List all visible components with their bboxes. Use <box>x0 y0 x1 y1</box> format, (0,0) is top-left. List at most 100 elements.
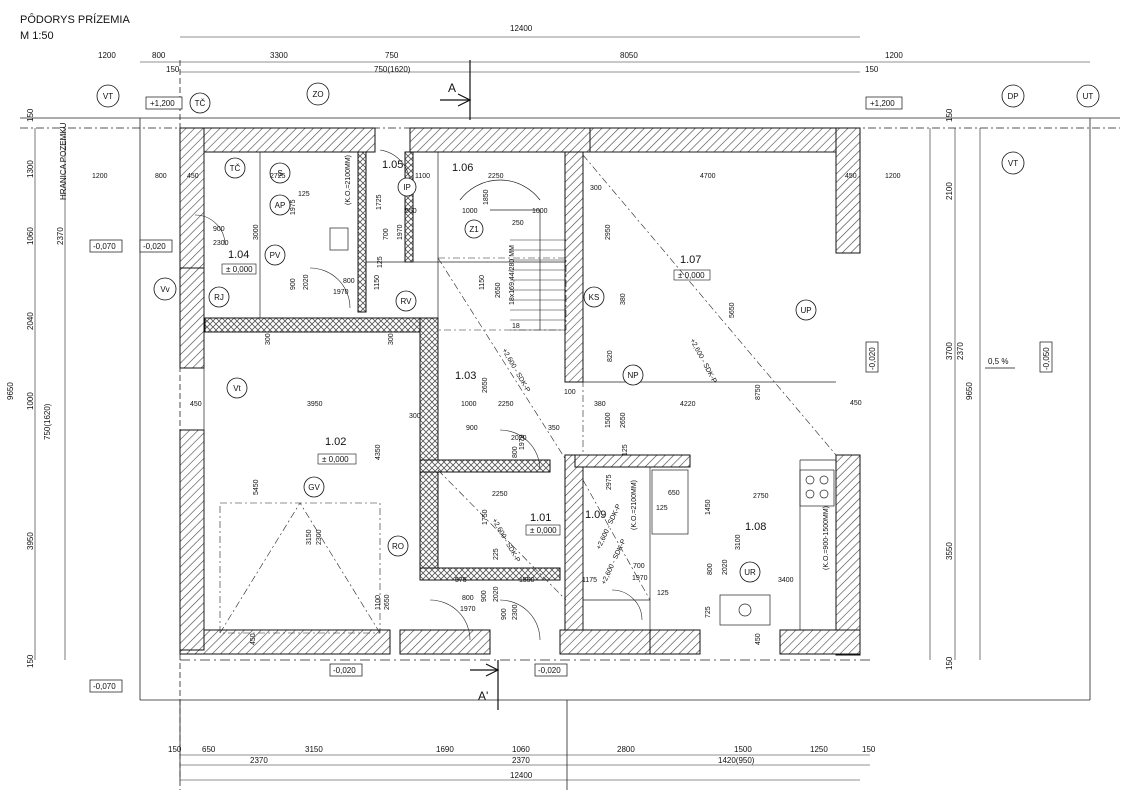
vt3-icon: Vt <box>233 384 241 393</box>
room-1-03: 1.03 <box>455 370 476 382</box>
interior-dim-10: (K.O.=2100MM) <box>345 155 352 205</box>
up-icon: UP <box>800 306 811 315</box>
dim-right-4: 3550 <box>945 542 954 560</box>
ip-icon: IP <box>403 183 411 192</box>
dim-bottom-3: 1690 <box>436 745 454 754</box>
interior-dim-66: 2750 <box>753 493 769 500</box>
room-level-boxes <box>221 263 711 536</box>
interior-dim-47: 4220 <box>680 401 696 408</box>
drawing-title: PÔDORYS PRÍZEMIA <box>20 14 130 26</box>
level-6: -0,070 <box>93 682 116 691</box>
dim-right-0: 150 <box>945 108 954 122</box>
interior-dim-55: 800 <box>512 446 519 458</box>
interior-dim-85: 2020 <box>493 586 500 602</box>
interior-dim-77: 2020 <box>722 559 729 575</box>
interior-dim-8: 1200 <box>885 173 901 180</box>
interior-dim-31: 2650 <box>495 282 502 298</box>
room-1-09: 1.09 <box>585 509 606 521</box>
interior-dim-73: 1175 <box>582 577 597 584</box>
interior-dim-27: 900 <box>290 278 297 290</box>
dim-bottom-4: 1060 <box>512 745 530 754</box>
dim-bottom-2: 3150 <box>305 745 323 754</box>
dim-top-1: 800 <box>152 51 166 60</box>
interior-dim-25: 1970 <box>333 289 349 296</box>
dim-top-sub-2: 150 <box>865 65 879 74</box>
interior-dim-16: 250 <box>512 220 524 227</box>
interior-dim-69: 2300 <box>316 529 323 545</box>
interior-dim-20: 2300 <box>213 240 229 247</box>
dim-right-1: 2100 <box>945 182 954 200</box>
dim-top-sub-1: 750(1620) <box>374 65 411 74</box>
dim-bottom-6: 1500 <box>734 745 752 754</box>
dim-bottom-1: 650 <box>202 745 216 754</box>
z1-icon: Z1 <box>469 225 479 234</box>
room-1-02: 1.02 <box>325 436 346 448</box>
dim-left-3: 2370 <box>56 227 65 245</box>
pv-icon: PV <box>270 251 281 260</box>
interior-dim-71: 575 <box>455 577 467 584</box>
interior-dim-35: 820 <box>607 350 614 362</box>
interior-dim-4: 4700 <box>700 173 716 180</box>
ur-icon: UR <box>744 568 756 577</box>
dim-left-8: 150 <box>26 654 35 668</box>
dim-bottom-8: 150 <box>862 745 876 754</box>
interior-dim-13: 1000 <box>462 208 478 215</box>
dim-left-0: 150 <box>26 108 35 122</box>
interior-dim-23: 1970 <box>397 224 404 240</box>
ut-icon: UT <box>1083 92 1094 101</box>
s-icon: S <box>277 169 282 178</box>
dim-left-5: 1000 <box>26 392 35 410</box>
interior-dim-54: 1970 <box>519 434 526 450</box>
level-1: +1,200 <box>870 99 895 108</box>
interior-dim-65: 1450 <box>705 499 712 515</box>
level-2: -0,070 <box>93 242 116 251</box>
interior-dim-50: 450 <box>190 401 202 408</box>
interior-dim-39: 3950 <box>307 401 323 408</box>
section-mark-top: A <box>448 81 456 95</box>
dim-top-2: 3300 <box>270 51 288 60</box>
interior-dim-89: 725 <box>705 606 712 618</box>
dim-left-9: 9650 <box>6 382 15 400</box>
interior-dim-1: 2725 <box>270 173 286 180</box>
interior-dim-46: 380 <box>594 401 606 408</box>
level-4: -0,020 <box>333 666 356 675</box>
dim-top-overall: 12400 <box>510 24 533 33</box>
dim-bottom2-1: 2370 <box>512 756 530 765</box>
rv-icon: RV <box>401 297 413 306</box>
zo-icon: ZO <box>312 90 323 99</box>
interior-dim-74: 700 <box>633 563 645 570</box>
room-1-07-level: ± 0,000 <box>678 271 705 280</box>
interior-dim-76: 800 <box>707 563 714 575</box>
interior-dim-68: 3150 <box>306 529 313 545</box>
dim-top-3: 750 <box>385 51 399 60</box>
level-boxes <box>89 96 1053 693</box>
interior-dim-58: 2250 <box>492 491 508 498</box>
interior-dim-78: 3100 <box>735 534 742 550</box>
room-1-04: 1.04 <box>228 249 249 261</box>
interior-dim-41: 5650 <box>729 302 736 318</box>
symbol-circles <box>96 82 1100 583</box>
interior-dim-83: 1970 <box>460 606 476 613</box>
dp-icon: DP <box>1007 92 1018 101</box>
ro-icon: RO <box>392 542 404 551</box>
interior-dim-44: 2650 <box>482 377 489 393</box>
interior-dim-36: 300 <box>590 185 602 192</box>
interior-dim-6: 1200 <box>92 173 108 180</box>
interior-dim-62: (K.O.=2100MM) <box>631 480 638 530</box>
interior-dim-90: 450 <box>250 633 257 645</box>
dim-top-0: 1200 <box>98 51 116 60</box>
slope-note-1: +2,600 - SDK-P <box>688 338 717 385</box>
interior-dim-5: 450 <box>845 173 857 180</box>
ks-icon: KS <box>589 293 600 302</box>
interior-dim-38: 300 <box>388 333 395 345</box>
dim-left-6: 750(1620) <box>43 403 52 440</box>
interior-dim-2: 1100 <box>415 173 430 180</box>
interior-dim-91: 450 <box>755 633 762 645</box>
interior-dim-12: 550 <box>405 208 417 215</box>
interior-dim-30: 1150 <box>479 275 486 290</box>
dim-top-4: 8050 <box>620 51 638 60</box>
section-arrows <box>440 60 500 710</box>
interior-dim-80: 1100 <box>375 595 382 610</box>
interior-dim-42: 1000 <box>461 401 477 408</box>
